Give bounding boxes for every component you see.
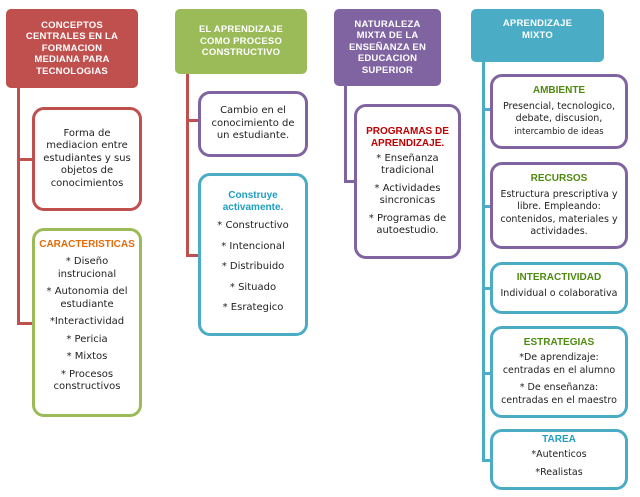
- header-naturaleza-mixta: NATURALEZA MIXTA DE LA ENSEÑANZA EN EDUC…: [334, 9, 441, 86]
- change-line: conocimiento de: [211, 117, 295, 129]
- ambiente-line: intercambio de ideas: [514, 126, 604, 137]
- header-line: CENTRALES EN LA: [25, 31, 119, 43]
- characteristic-item: * Diseño: [65, 256, 109, 267]
- characteristic-item: constructivos: [53, 381, 121, 392]
- tarea-line: *Autenticos: [531, 449, 587, 460]
- header-line: NATURALEZA: [354, 18, 421, 30]
- connector-col4-estrategias: [482, 372, 492, 375]
- characteristic-item: * Procesos: [60, 368, 114, 380]
- interactividad-card: INTERACTIVIDAD Individual o colaborativa: [490, 262, 628, 314]
- header-line: FORMACION: [41, 42, 103, 54]
- header-line: CONCEPTOS: [41, 19, 103, 31]
- header-line: TECNOLOGIAS: [36, 65, 108, 77]
- estrategias-line: * De enseñanza:: [519, 382, 599, 393]
- characteristic-item: * Autonomia del: [46, 286, 128, 297]
- header-aprendizaje-constructivo: EL APRENDIZAJE COMO PROCESO CONSTRUCTIVO: [175, 9, 307, 74]
- header-line: COMO PROCESO: [199, 35, 283, 47]
- header-line: SUPERIOR: [361, 64, 414, 76]
- tarea-card: TAREA *Autenticos *Realistas: [490, 429, 628, 490]
- connector-col3-programs: [344, 180, 356, 183]
- connector-col4-ambiente: [482, 108, 492, 111]
- connector-col4-interactividad: [482, 287, 492, 290]
- ambiente-line: Presencial, tecnologico,: [502, 100, 616, 112]
- programs-item: * Programas de: [368, 212, 447, 224]
- estrategias-title: ESTRATEGIAS: [523, 337, 595, 348]
- connector-col1-vertical: [17, 88, 20, 324]
- change-card: Cambio en el conocimiento de un estudian…: [198, 91, 308, 157]
- connector-col2-vertical: [186, 74, 189, 256]
- recursos-line: contenidos, materiales y: [500, 213, 618, 225]
- header-conceptos-centrales: CONCEPTOS CENTRALES EN LA FORMACION MEDI…: [6, 9, 138, 88]
- header-line: EDUCACION: [357, 53, 418, 65]
- connector-col4-recursos: [482, 205, 492, 208]
- ambiente-card: AMBIENTE Presencial, tecnologico, debate…: [490, 74, 628, 149]
- programs-item: * Enseñanza: [376, 152, 439, 164]
- recursos-line: Estructura prescriptiva y: [500, 188, 618, 200]
- header-line: ENSEÑANZA EN: [349, 41, 426, 53]
- tarea-line: *Realistas: [535, 466, 583, 478]
- builds-card: Construye activamente. * Constructivo * …: [198, 173, 308, 336]
- connector-col1-characteristics: [17, 322, 34, 325]
- definition-card: Forma de mediacion entre estudiantes y s…: [32, 107, 142, 211]
- definition-line: estudiantes y sus: [43, 152, 131, 164]
- estrategias-line: centradas en el maestro: [501, 394, 617, 406]
- connector-col2-change: [186, 119, 200, 122]
- recursos-title: RECURSOS: [530, 172, 588, 184]
- ambiente-title: AMBIENTE: [532, 84, 586, 96]
- characteristic-item: * Mixtos: [66, 351, 108, 362]
- definition-line: mediacion entre: [46, 140, 128, 152]
- interactividad-title: INTERACTIVIDAD: [516, 272, 602, 283]
- change-line: Cambio en el: [220, 105, 286, 117]
- recursos-line: libre. Empleando:: [517, 201, 601, 212]
- connector-col4-tarea: [482, 459, 492, 462]
- definition-line: Forma de: [63, 127, 111, 139]
- builds-title: Construye: [228, 190, 278, 201]
- header-line: MIXTO: [522, 29, 553, 41]
- programs-item: sincronicas: [379, 195, 436, 206]
- estrategias-card: ESTRATEGIAS *De aprendizaje: centradas e…: [490, 326, 628, 418]
- header-aprendizaje-mixto: APRENDIZAJE MIXTO: [471, 9, 604, 62]
- header-line: MIXTA DE LA: [356, 30, 419, 42]
- programs-item: * Actividades: [374, 182, 441, 194]
- tarea-title: TAREA: [542, 434, 576, 445]
- characteristics-card: CARACTERISTICAS * Diseño instrucional * …: [32, 228, 142, 417]
- builds-item: * Constructivo: [217, 220, 289, 231]
- recursos-card: RECURSOS Estructura prescriptiva y libre…: [490, 162, 628, 249]
- estrategias-line: centradas en el alumno: [502, 364, 616, 376]
- estrategias-line: *De aprendizaje:: [519, 352, 599, 363]
- characteristic-item: estudiante: [60, 298, 114, 310]
- definition-line: objetos de: [60, 165, 114, 177]
- programs-title: PROGRAMAS DE: [366, 125, 449, 137]
- characteristic-item: * Pericia: [66, 333, 108, 345]
- header-line: CONSTRUCTIVO: [201, 47, 281, 59]
- builds-item: * Situado: [229, 281, 277, 293]
- ambiente-line: debate, discusion,: [515, 113, 603, 125]
- header-line: APRENDIZAJE: [502, 18, 573, 29]
- characteristic-item: instrucional: [57, 268, 117, 280]
- programs-card: PROGRAMAS DE APRENDIZAJE. * Enseñanza tr…: [354, 104, 461, 259]
- connector-col1-definition: [17, 158, 34, 161]
- definition-line: conocimientos: [50, 177, 124, 189]
- characteristics-title: CARACTERISTICAS: [39, 239, 135, 250]
- connector-col4-vertical: [482, 62, 485, 462]
- programs-title: APRENDIZAJE.: [370, 137, 445, 149]
- builds-item: * Distribuido: [221, 261, 285, 272]
- connector-col3-vertical: [344, 86, 347, 182]
- builds-item: * Intencional: [221, 240, 285, 252]
- programs-item: autoestudio.: [376, 225, 439, 236]
- builds-item: * Esrategico: [222, 302, 284, 313]
- builds-title: activamente.: [222, 202, 284, 213]
- characteristic-item: *Interactividad: [49, 316, 125, 327]
- header-line: EL APRENDIZAJE: [198, 24, 284, 36]
- change-line: un estudiante.: [216, 130, 290, 142]
- recursos-line: actividades.: [530, 226, 588, 237]
- header-line: MEDIANA PARA: [34, 54, 110, 66]
- interactividad-line: Individual o colaborativa: [500, 288, 618, 299]
- connector-col2-builds: [186, 254, 200, 257]
- programs-item: tradicional: [381, 165, 434, 176]
